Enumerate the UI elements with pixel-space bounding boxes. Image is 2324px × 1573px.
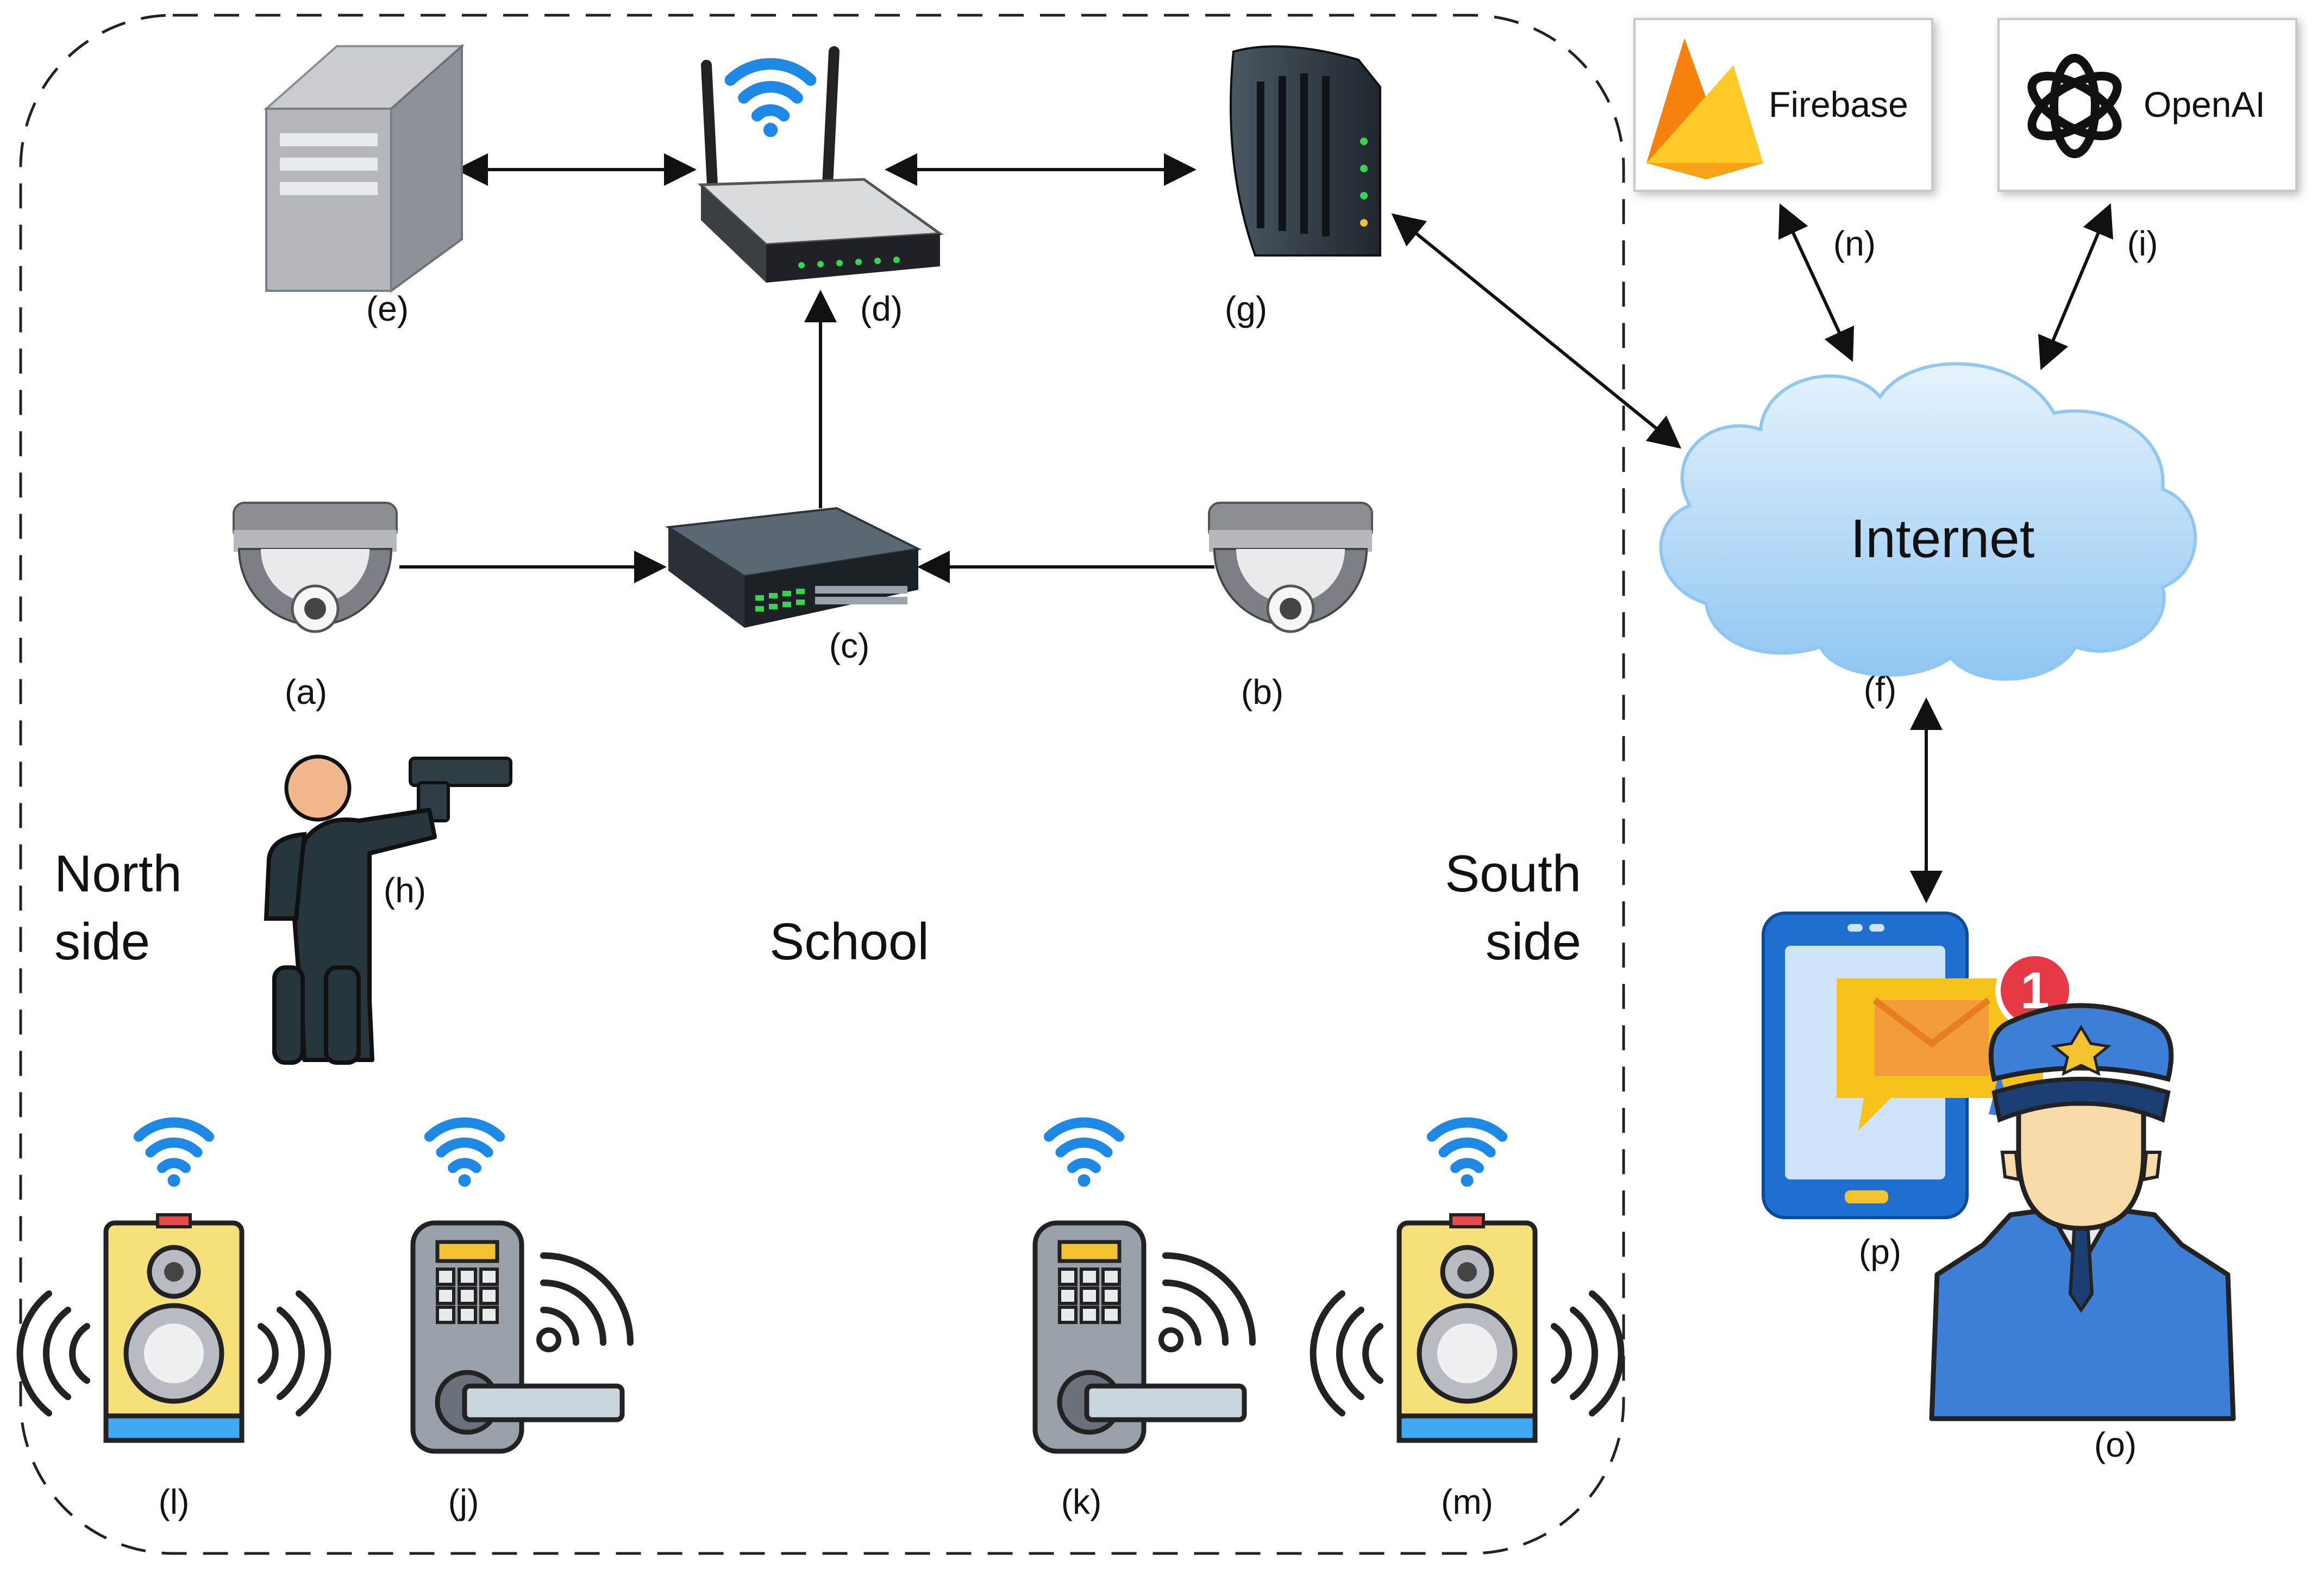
label-a: (a) (285, 672, 327, 711)
north-side-label-line1: North (54, 845, 182, 903)
lock-j-wifi-icon (429, 1122, 500, 1187)
server-tower-icon (263, 43, 465, 293)
internet-cloud-icon: Internet (1659, 362, 2197, 681)
link-firebase-internet (1778, 203, 1855, 362)
speaker-m-wifi-icon (1432, 1122, 1502, 1187)
label-p: (p) (1859, 1232, 1901, 1271)
smart-door-lock-icon (410, 1122, 634, 1454)
speaker-l-wifi-icon (139, 1122, 209, 1187)
network-switch-icon (665, 507, 922, 628)
link-openai-internet (2038, 203, 2114, 371)
openai-service-box: OpenAI (1997, 18, 2297, 192)
label-d: (d) (860, 289, 903, 328)
wireless-speaker-icon (16, 1122, 331, 1443)
firebase-service-box: Firebase (1633, 18, 1933, 192)
wireless-speaker-icon (1310, 1122, 1625, 1443)
label-c: (c) (829, 626, 870, 665)
lock-k-wifi-icon (1049, 1122, 1119, 1187)
label-l: (l) (159, 1482, 190, 1521)
label-h: (h) (384, 871, 426, 910)
router-wifi-icon (730, 64, 811, 138)
smart-door-lock-icon (1032, 1122, 1256, 1454)
link-modem-internet (1391, 213, 1682, 449)
internet-label: Internet (1850, 508, 2034, 569)
school-label: School (769, 913, 929, 971)
dome-camera-icon (1208, 502, 1373, 633)
label-g: (g) (1225, 289, 1267, 328)
label-k: (k) (1061, 1482, 1102, 1521)
south-side-label-line1: South (1445, 845, 1581, 903)
armed-person-icon (264, 754, 512, 1065)
label-f: (f) (1864, 670, 1896, 709)
smartphone-notification-icon: 1 (1762, 912, 2075, 1219)
wifi-router-icon (697, 46, 944, 283)
north-side-label-line2: side (54, 913, 150, 971)
openai-label: OpenAI (2144, 84, 2265, 124)
school-boundary (19, 14, 1625, 1555)
label-e: (e) (366, 289, 409, 328)
label-o: (o) (2094, 1425, 2137, 1464)
label-i: (i) (2127, 224, 2158, 263)
label-n: (n) (1833, 224, 1876, 263)
cable-modem-icon (1230, 45, 1381, 257)
south-side-label-line2: side (1486, 913, 1581, 971)
label-j: (j) (448, 1482, 479, 1521)
label-m: (m) (1441, 1482, 1493, 1521)
dome-camera-icon (233, 502, 398, 633)
police-officer-icon (1929, 1003, 2236, 1421)
firebase-label: Firebase (1769, 84, 1908, 124)
connections (399, 153, 2114, 903)
label-b: (b) (1241, 672, 1283, 711)
firebase-logo-icon (1646, 38, 1763, 179)
